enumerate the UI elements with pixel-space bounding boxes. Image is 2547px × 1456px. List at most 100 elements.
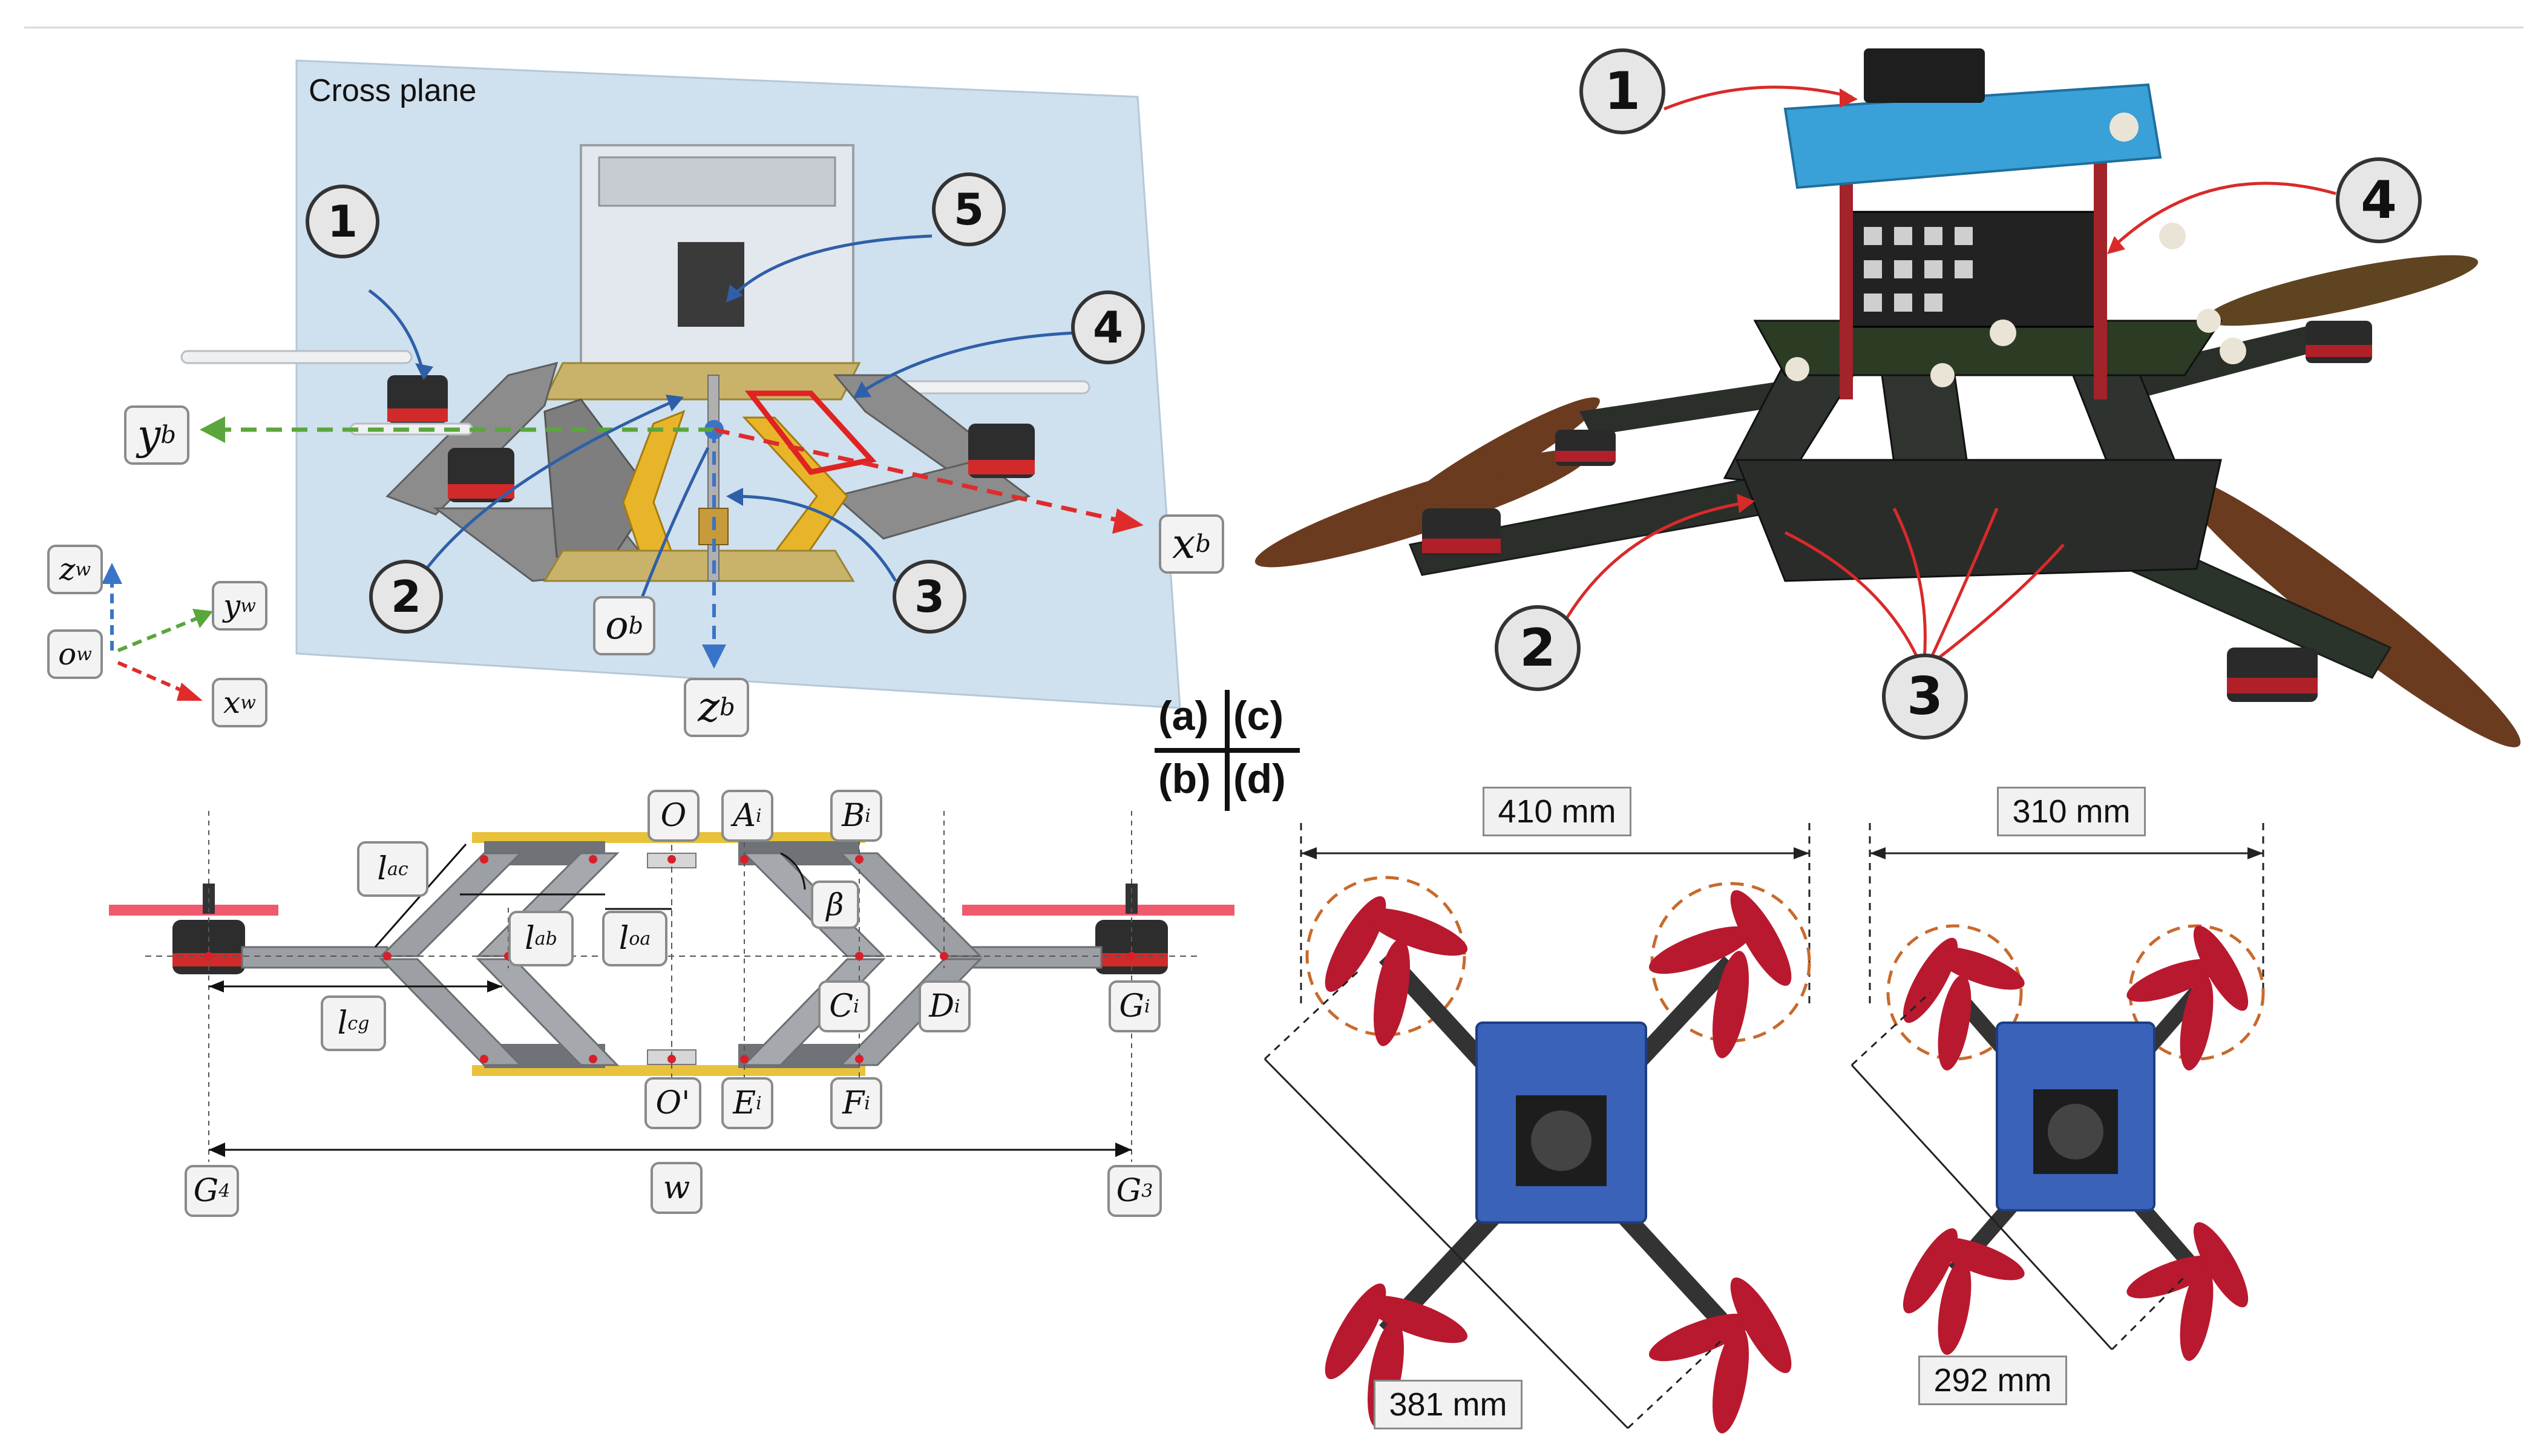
leader-2 [416, 398, 679, 582]
arrow-1 [1664, 85, 1852, 111]
marker-5 [1930, 363, 1955, 387]
panel-tag-d: (d) [1233, 756, 1286, 802]
motor-front-left [1422, 508, 1501, 557]
panel-b-drawing [109, 811, 1234, 1162]
dim-label-292: 292 mm [1918, 1356, 2067, 1405]
marker-7 [1785, 357, 1809, 381]
propeller-left [109, 905, 278, 916]
label-O: O [647, 790, 700, 842]
arm-back-left [1579, 375, 1827, 436]
y-world-arrowhead [192, 609, 213, 628]
dim-label-381: 381 mm [1374, 1380, 1523, 1429]
propeller-back-left [1389, 397, 1600, 523]
arrow-3a [1784, 531, 1920, 661]
label-beta: β [811, 880, 859, 929]
controller-ports [1864, 227, 1973, 312]
beta-arc [780, 852, 806, 890]
x-body-axis [713, 427, 1120, 523]
leader-4 [858, 331, 1078, 395]
callout-5-a: 5 [932, 172, 1006, 246]
enclosure-lid [598, 156, 836, 207]
middle-plate [1753, 320, 2223, 376]
panel-c-photo [1254, 48, 2521, 747]
bottom-plate [543, 549, 855, 582]
x-body-arrowhead [1112, 508, 1144, 534]
drone-folded [1850, 823, 2265, 1361]
panel-tag-cross: (a) (c) (b) (d) [1155, 690, 1300, 811]
arrow-3b [1892, 507, 1927, 660]
frame-arm-right-lower [833, 459, 1031, 540]
propeller-front-right [2175, 475, 2521, 747]
top-rule [24, 27, 2523, 28]
marker-6 [2197, 309, 2221, 333]
callout-2-a: 2 [369, 560, 443, 634]
callout-4-c: 4 [2336, 157, 2422, 243]
link-right-outer-upper [839, 852, 983, 957]
cross-plane-label: Cross plane [309, 73, 477, 108]
arm-back-right [2100, 321, 2342, 405]
leader-ob [640, 447, 710, 600]
label-w: w [651, 1162, 703, 1214]
standoff-left [1840, 145, 1853, 399]
propeller-left-top [180, 350, 413, 364]
leader-1 [368, 289, 425, 376]
arrow-3d [1935, 543, 2065, 661]
callout-1-a: 1 [306, 185, 379, 258]
motor-back-right [2306, 321, 2372, 363]
panel-tag-a: (a) [1158, 693, 1209, 739]
blue-case [1783, 83, 2162, 189]
y-body-arrowhead [200, 416, 225, 443]
motor-right [968, 424, 1035, 478]
arrow-4 [2111, 182, 2336, 249]
arrow-2 [1565, 500, 1749, 618]
z-body-arrowhead [702, 644, 726, 669]
motor-front-right [2227, 648, 2318, 702]
top-fan [1864, 48, 1985, 103]
enclosure-core [678, 242, 744, 327]
marker-1 [2109, 113, 2139, 142]
callout-2-c: 2 [1495, 605, 1581, 691]
standoff-right [2094, 145, 2107, 399]
panel-tag-c: (c) [1233, 693, 1284, 739]
callout-3-a: 3 [893, 560, 966, 634]
leader-3 [732, 494, 897, 582]
leader-5 [731, 234, 933, 298]
link-left-inner-lower [476, 958, 620, 1066]
dim-left-diag [1264, 1058, 1629, 1429]
panel-tag-divider [1155, 690, 1300, 811]
label-O-prime: O' [644, 1077, 701, 1129]
z-world-arrowhead [102, 563, 122, 584]
callout-4-a: 4 [1071, 290, 1145, 364]
frame-lower-left [543, 398, 655, 570]
panel-c: 1 4 2 3 [1241, 36, 2547, 762]
y-world-axis [117, 615, 201, 652]
motor-back-left [1555, 430, 1616, 466]
arrow-3c [1929, 508, 1999, 661]
propeller-back-right [2205, 255, 2479, 326]
dim-label-410: 410 mm [1483, 787, 1631, 836]
arm-left [241, 946, 388, 969]
motor-left-top [387, 375, 448, 424]
marker-2 [2159, 223, 2186, 249]
